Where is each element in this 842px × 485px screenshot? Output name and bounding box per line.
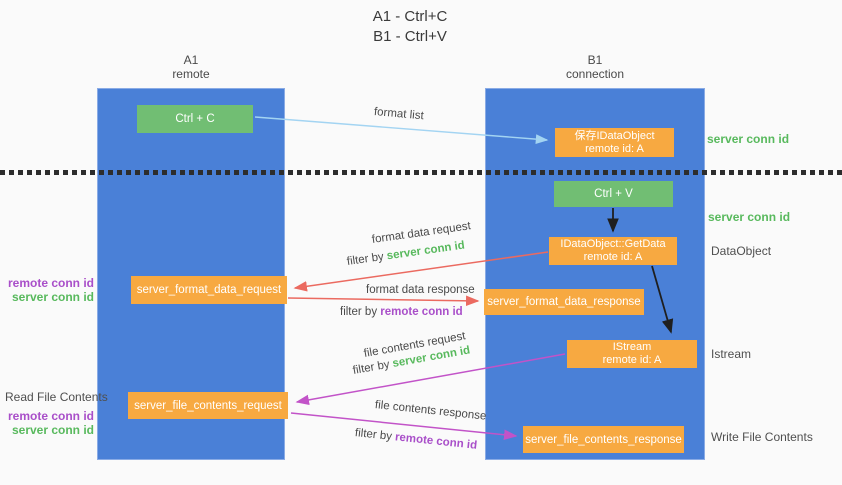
label-dataobject: DataObject xyxy=(711,244,772,258)
diagram-title: A1 - Ctrl+C B1 - Ctrl+V xyxy=(0,7,820,47)
node-getdata-line1: IDataObject::GetData xyxy=(560,238,666,250)
node-file-request-label: server_file_contents_request xyxy=(134,399,282,412)
title-line-1: A1 - Ctrl+C xyxy=(372,8,448,25)
node-istream: IStream remote id: A xyxy=(567,340,697,368)
node-server-file-contents-response: server_file_contents_response xyxy=(523,426,684,453)
node-ctrl-v-label: Ctrl + V xyxy=(594,188,633,200)
column-b1-name: B1 xyxy=(587,53,603,67)
column-a1-name: A1 xyxy=(183,53,199,67)
session-divider-line xyxy=(0,170,842,175)
node-format-response-label: server_format_data_response xyxy=(487,296,641,308)
node-ctrl-c: Ctrl + C xyxy=(137,105,253,133)
node-getdata-line2: remote id: A xyxy=(583,251,643,263)
node-server-format-data-request: server_format_data_request xyxy=(131,276,287,304)
node-server-format-data-response: server_format_data_response xyxy=(484,289,644,315)
node-ctrl-c-label: Ctrl + C xyxy=(175,113,215,125)
filter-by-text: filter by xyxy=(351,358,394,377)
label-format-data-response: format data response xyxy=(366,284,475,296)
label-server-conn-id-top-right: server conn id xyxy=(707,132,790,146)
node-istream-line1: IStream xyxy=(612,341,652,353)
server-conn-id-key: server conn id xyxy=(386,239,466,263)
column-header-a1: A1 remote xyxy=(97,53,285,81)
column-header-b1: B1 connection xyxy=(485,53,705,81)
node-save-idataobject-line1: 保存IDataObject xyxy=(574,129,655,142)
filter-by-text: filter by xyxy=(340,306,381,318)
label-format-list: format list xyxy=(373,106,425,123)
column-a1-subtitle: remote xyxy=(172,67,210,81)
node-ctrl-v: Ctrl + V xyxy=(554,181,673,207)
node-file-response-label: server_file_contents_response xyxy=(525,433,682,446)
node-format-request-label: server_format_data_request xyxy=(136,284,282,296)
label-server-conn-id-left-top: server conn id xyxy=(11,290,94,304)
node-server-file-contents-request: server_file_contents_request xyxy=(128,392,288,419)
remote-conn-id-key: remote conn id xyxy=(380,306,463,318)
left-conn-id-cluster-bottom: remote conn id server conn id xyxy=(4,409,94,437)
label-server-conn-id-left-bottom: server conn id xyxy=(11,423,94,437)
label-write-file-contents: Write File Contents xyxy=(711,430,813,444)
label-read-file-contents: Read File Contents xyxy=(5,390,108,404)
node-istream-line2: remote id: A xyxy=(602,354,662,366)
label-istream: Istream xyxy=(711,347,752,361)
node-idataobject-getdata: IDataObject::GetData remote id: A xyxy=(549,237,677,265)
column-b1-subtitle: connection xyxy=(565,67,625,81)
format-data-response-arrow xyxy=(287,295,480,307)
filter-by-text: filter by xyxy=(346,250,388,268)
label-filter-format-request: filter by server conn id xyxy=(346,240,465,268)
title-line-2: B1 - Ctrl+V xyxy=(373,28,447,45)
node-save-idataobject: 保存IDataObject remote id: A xyxy=(555,128,674,157)
label-server-conn-id-mid-right: server conn id xyxy=(708,210,791,224)
filter-by-text: filter by xyxy=(354,427,396,444)
node-save-idataobject-line2: remote id: A xyxy=(585,142,644,155)
label-file-contents-response: file contents response xyxy=(374,399,487,423)
label-filter-file-response: filter by remote conn id xyxy=(354,427,477,452)
left-conn-id-cluster-top: remote conn id server conn id xyxy=(4,276,94,304)
label-filter-format-response: filter by remote conn id xyxy=(340,306,463,318)
remote-conn-id-key: remote conn id xyxy=(394,431,478,452)
label-remote-conn-id-left-bottom: remote conn id xyxy=(7,409,94,423)
label-remote-conn-id-left-top: remote conn id xyxy=(7,276,94,290)
